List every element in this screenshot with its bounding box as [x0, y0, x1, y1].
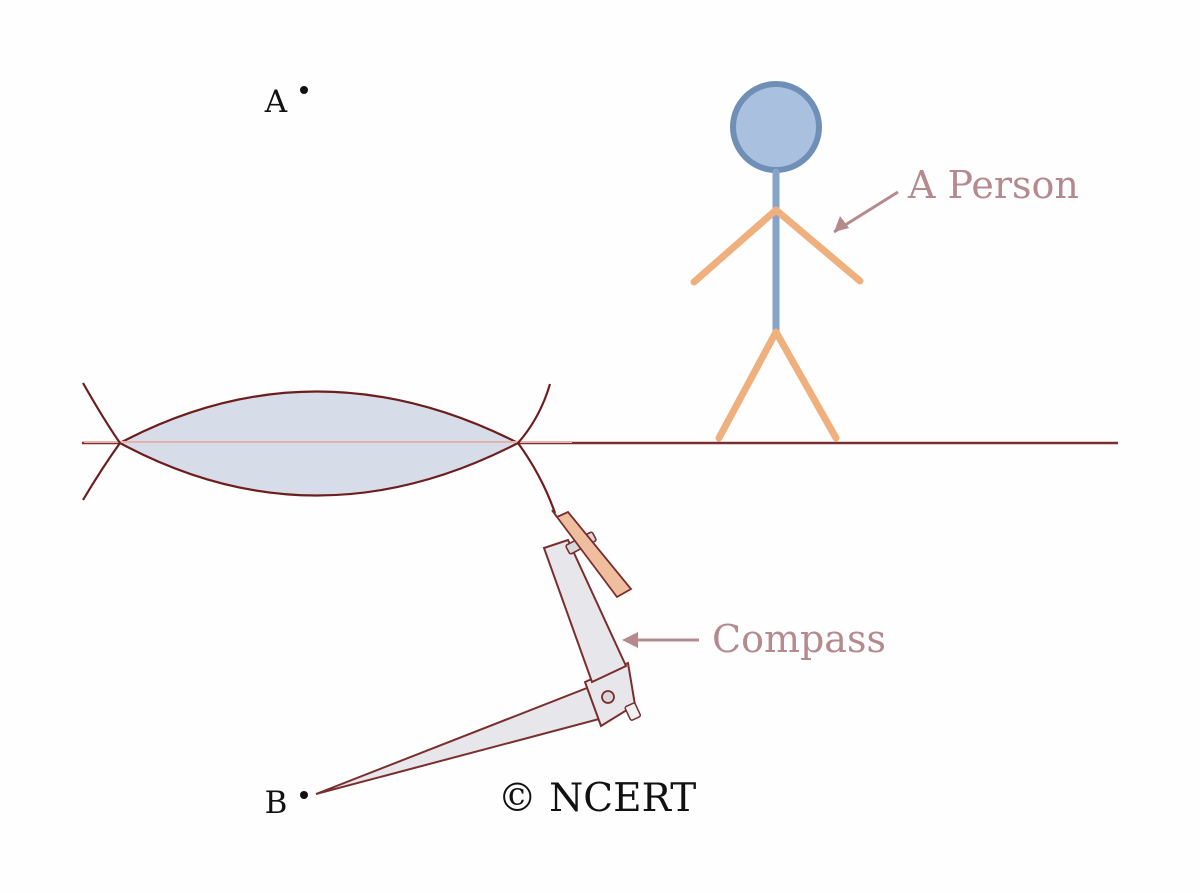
point-a: A	[264, 84, 308, 120]
compass-hinge-screw	[601, 690, 615, 704]
compass	[315, 509, 642, 795]
person-annotation: A Person	[833, 163, 1079, 234]
person-head	[730, 81, 822, 173]
point-b: B	[265, 785, 308, 821]
person-left-arm	[690, 206, 780, 286]
person-right-leg	[772, 328, 840, 442]
compass-upper-leg	[542, 538, 628, 684]
point-a-dot	[300, 86, 308, 94]
compass-pencil	[555, 510, 633, 599]
person-arrow-head	[834, 216, 849, 232]
compass-annotation-label: Compass	[712, 617, 886, 661]
point-b-dot	[300, 791, 308, 799]
compass-hinge-knob	[624, 702, 642, 721]
credit-text: © NCERT	[498, 776, 697, 821]
left-arc	[82, 382, 122, 501]
point-b-label: B	[265, 785, 288, 821]
point-a-label: A	[264, 84, 288, 120]
lens-region	[84, 390, 572, 497]
compass-annotation: Compass	[622, 617, 886, 661]
stick-person	[690, 81, 864, 442]
right-arc	[516, 383, 557, 514]
person-right-arm	[772, 206, 864, 285]
compass-pencil-tip	[551, 509, 558, 518]
compass-arrow-head	[622, 632, 638, 648]
person-left-leg	[715, 328, 780, 442]
person-annotation-label: A Person	[907, 163, 1079, 207]
